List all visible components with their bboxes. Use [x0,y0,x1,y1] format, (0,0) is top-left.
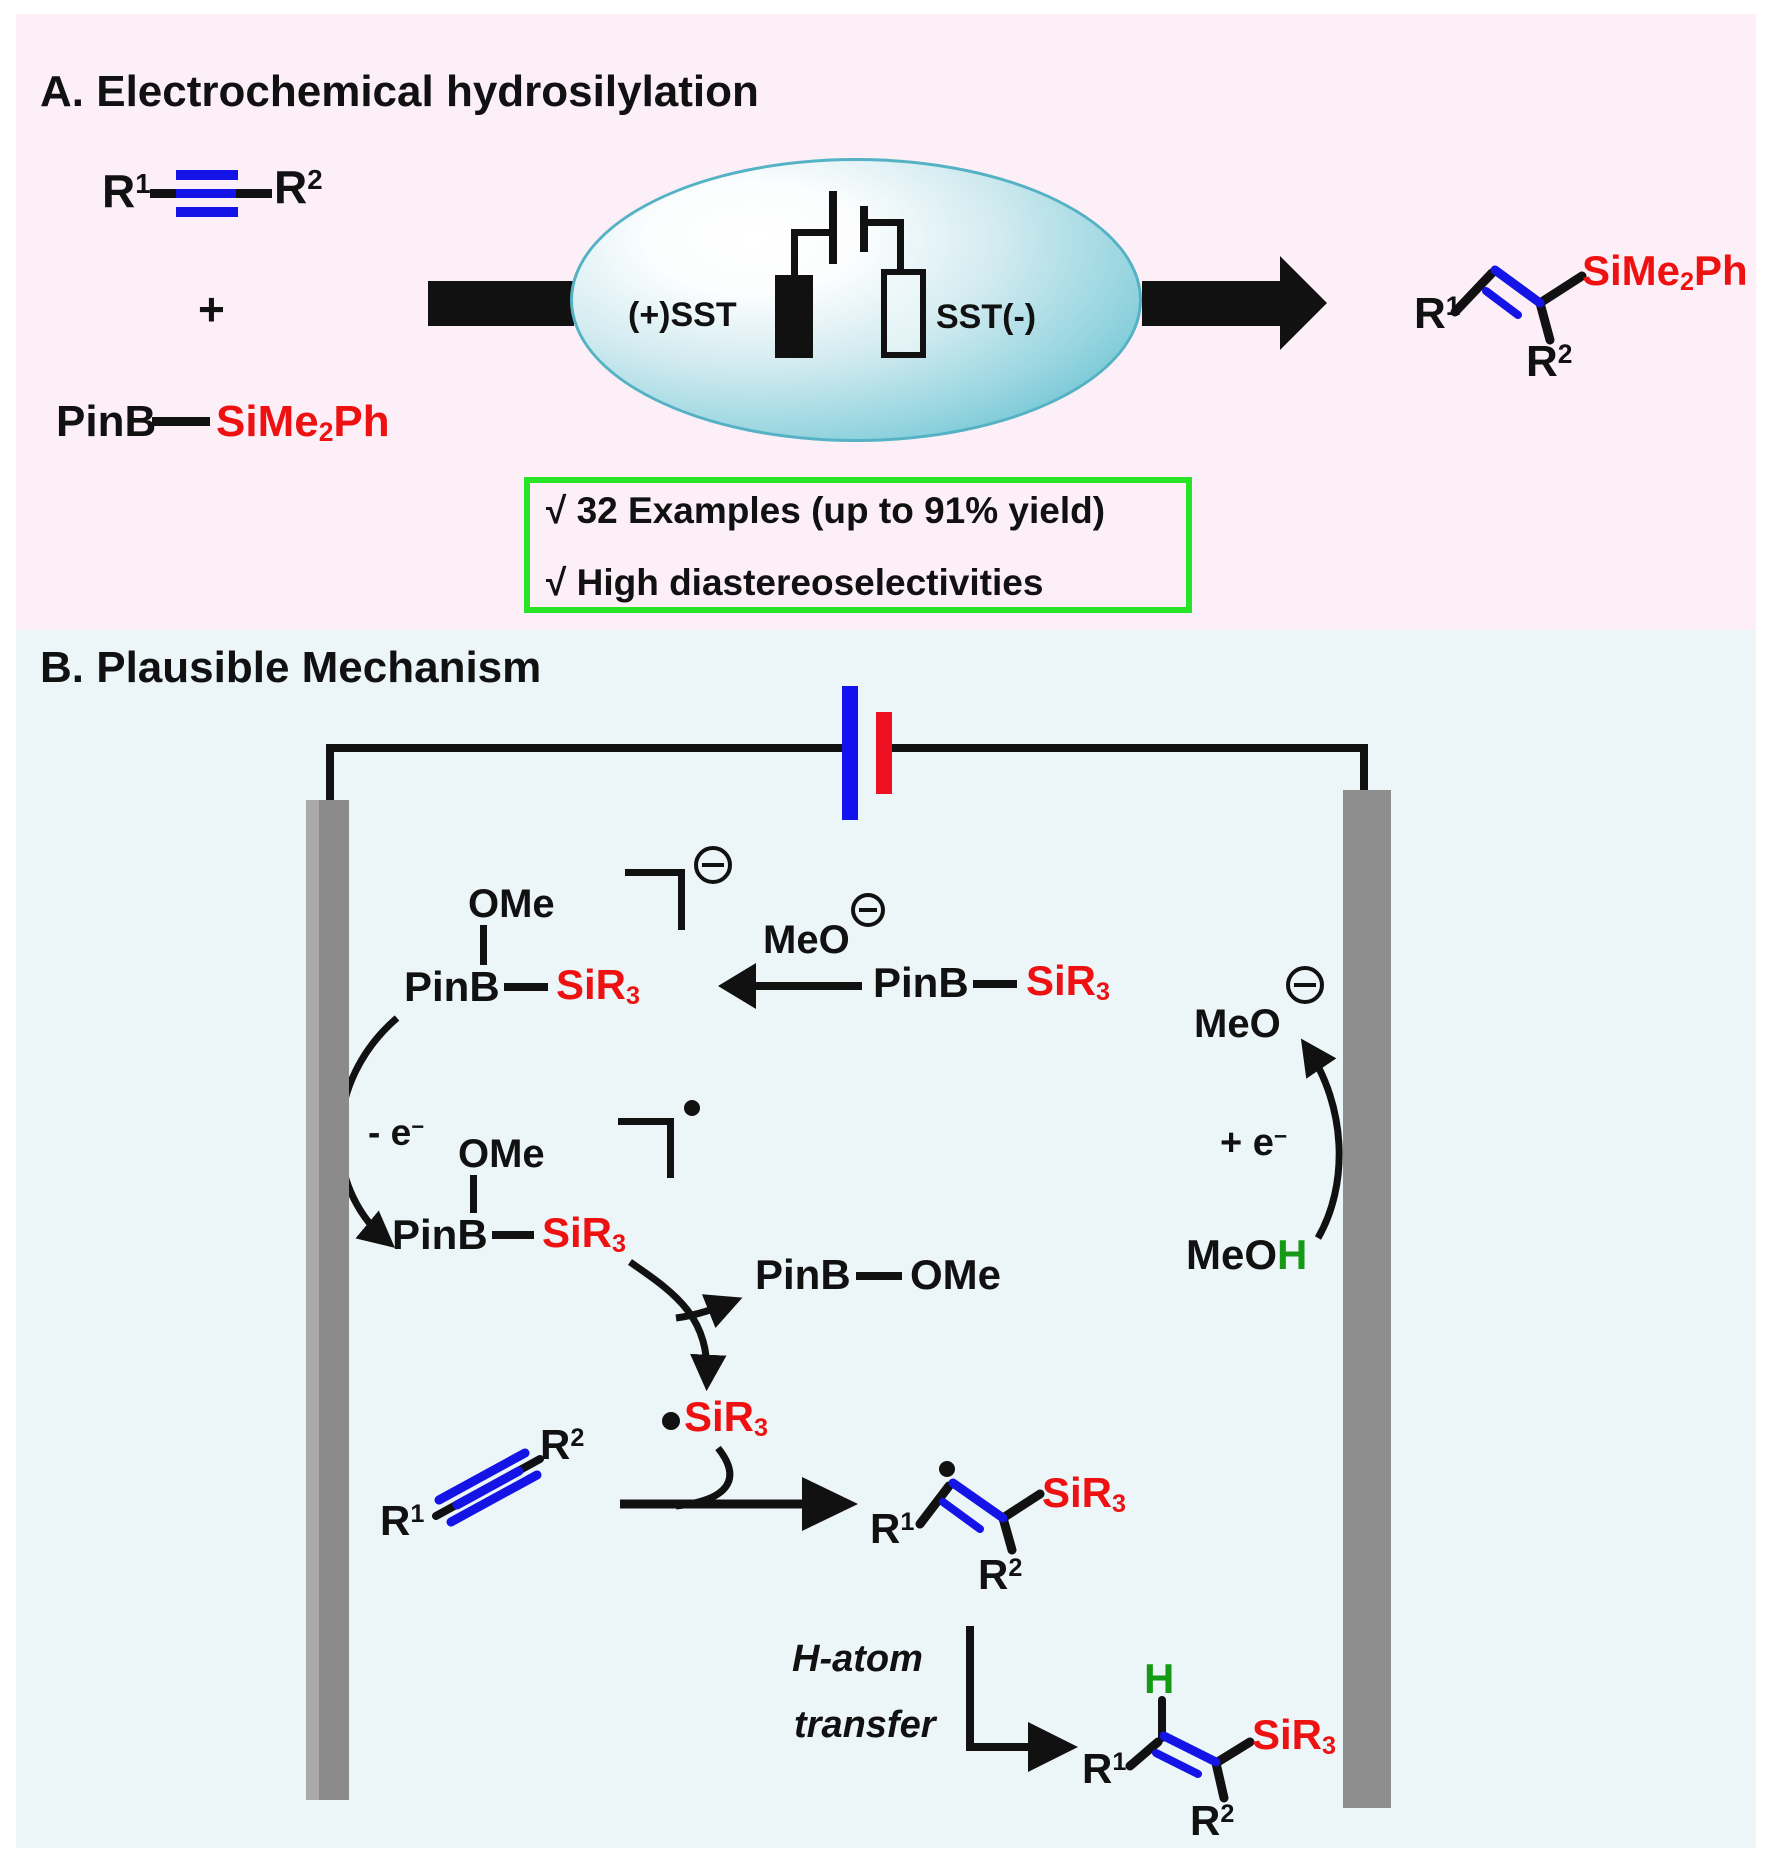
alkyne-a-r2-label: R2 [274,161,323,213]
adduct-radical-ome-label: OMe [458,1132,545,1176]
minus-charge-icon [694,846,732,884]
anode-electrode [775,275,813,358]
minus-electron-label: - e− [368,1112,425,1153]
adduct-radical-bond [492,1231,534,1239]
silylborane-a-silyl-label: SiMe2Ph [216,397,390,448]
highlight-line-1: √ 32 Examples (up to 91% yield) [546,490,1106,531]
check-icon: √ [546,562,567,603]
adduct-radical-bracket [618,1118,674,1178]
meo-anion-label: MeO [763,918,850,962]
silylborane-b-bond [973,980,1017,988]
electrode-left [306,800,349,1800]
panel-a-title: A. Electrochemical hydrosilylation [40,67,759,116]
minus-charge-icon [1286,966,1324,1004]
cell-wire-right-horizontal [864,219,904,226]
alkyne-b-r2-label: R2 [540,1421,585,1468]
silylborane-a-pinb-label: PinB [56,397,157,446]
radical-dot-icon [662,1412,680,1430]
alkyne-b-r1-label: R1 [380,1497,425,1544]
circuit-wire-left-vertical [326,744,334,804]
cell-wire-right-vertical [897,219,904,271]
meoh-label: MeOH [1186,1231,1308,1278]
battery-plate-red [876,712,892,794]
product-b-h-label: H [1144,1655,1175,1702]
alkyne-a-bond-dash-left [150,189,178,198]
pinb-ome-bond [856,1272,902,1280]
highlight-line-2: √ High diastereoselectivities [546,562,1044,603]
minus-charge-icon [851,893,885,927]
alkyne-a-bond-dash-right [236,189,272,198]
radical-dot-icon [939,1461,955,1477]
alkyne-a-triple-bond-bottom [176,207,238,217]
product-a-silyl-label: SiMe2Ph [1582,247,1748,297]
h-transfer-label-line2: transfer [794,1704,936,1746]
product-b-r1-label: R1 [1082,1745,1127,1792]
meoh-h-atom: H [1277,1231,1308,1278]
cell-battery-plate-long [829,191,837,264]
silyl-radical-label: SiR3 [684,1393,769,1443]
product-a-r1-label: R1 [1414,289,1461,338]
alkyne-a-triple-bond-middle [176,189,238,198]
product-a-r2-label: R2 [1526,337,1573,386]
cathode-label: SST(-) [936,298,1037,336]
battery-plate-blue [842,686,858,820]
adduct-anion-vertical-bond [480,925,487,965]
circuit-wire-top-left [326,744,843,752]
adduct-anion-silyl-label: SiR3 [556,961,641,1011]
h-transfer-label-line1: H-atom [792,1638,923,1680]
alkyne-a-triple-bond-top [176,170,238,180]
pinb-ome-pinb-label: PinB [755,1251,851,1298]
adduct-anion-bond [504,983,548,991]
pinb-ome-ome-label: OMe [910,1251,1002,1298]
silylborane-a-bond [152,417,210,426]
vinyl-radical-r2-label: R2 [978,1551,1023,1598]
meo-right-label: MeO [1194,1002,1281,1046]
alkyne-a-r1-label: R1 [102,165,151,217]
plus-electron-label: + e− [1220,1122,1288,1164]
reaction-arrow-left-bar [428,281,574,326]
electrochemical-cell-ellipse [570,158,1142,442]
radical-dot-icon [684,1100,700,1116]
circuit-wire-top-right [892,744,1368,752]
cathode-electrode [881,269,926,358]
check-icon: √ [546,490,567,531]
adduct-radical-vertical-bond [470,1175,477,1213]
plus-sign: + [198,283,225,335]
electrode-right [1343,790,1391,1808]
product-b-r2-label: R2 [1190,1797,1235,1844]
adduct-radical-silyl-label: SiR3 [542,1209,627,1259]
cell-wire-left-vertical [791,229,798,277]
vinyl-radical-r1-label: R1 [870,1505,915,1552]
adduct-radical-pinb-label: PinB [392,1211,488,1258]
silylborane-b-silyl-label: SiR3 [1026,957,1111,1007]
adduct-anion-ome-label: OMe [468,882,555,926]
circuit-wire-right-vertical [1360,744,1368,794]
silylborane-b-pinb-label: PinB [873,959,969,1006]
adduct-anion-bracket [625,869,685,930]
vinyl-radical-silyl-label: SiR3 [1042,1469,1127,1519]
product-b-silyl-label: SiR3 [1252,1711,1337,1761]
cell-battery-plate-short [860,206,868,252]
adduct-anion-pinb-label: PinB [404,963,500,1010]
highlights-box [524,477,1192,613]
panel-b-title: B. Plausible Mechanism [40,643,542,692]
cell-wire-left-horizontal [791,229,835,236]
anode-label: (+)SST [628,296,737,334]
